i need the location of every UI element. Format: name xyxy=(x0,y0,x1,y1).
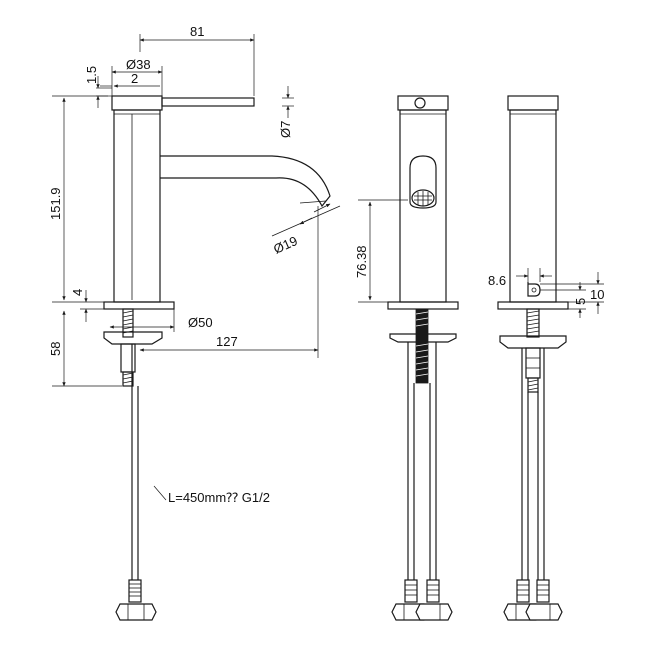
side-view-dimensions: 81 Ø38 2 1.5 Ø7 151.9 4 58 xyxy=(48,24,341,505)
dim-151-9: 151.9 xyxy=(48,187,63,220)
dim-diameter-19: Ø19 xyxy=(271,233,300,257)
front-hose-nut-right xyxy=(415,603,453,621)
right-nut xyxy=(525,347,541,379)
side-washer xyxy=(103,331,163,345)
dim-8-6: 8.6 xyxy=(488,273,506,288)
right-fixing-screw xyxy=(527,282,541,297)
hose-length-label: L=450mm⁇ G1/2 xyxy=(168,490,270,505)
dim-1-5: 1.5 xyxy=(84,66,99,84)
side-nut xyxy=(120,343,136,373)
right-body xyxy=(509,109,557,303)
right-view xyxy=(497,95,569,621)
side-spout xyxy=(160,155,331,208)
dim-127: 127 xyxy=(216,334,238,349)
dim-diameter-7: Ø7 xyxy=(278,121,293,138)
right-base-plate xyxy=(497,301,569,310)
front-spout-opening xyxy=(409,155,437,209)
right-hose-nut-right xyxy=(525,603,563,621)
dim-2: 2 xyxy=(131,71,138,86)
right-washer xyxy=(499,335,567,349)
front-view xyxy=(387,95,459,621)
front-washer xyxy=(389,333,457,343)
dim-76-38: 76.38 xyxy=(354,245,369,278)
front-base-plate xyxy=(387,301,459,310)
dim-81: 81 xyxy=(190,24,204,39)
dim-diameter-50: Ø50 xyxy=(188,315,213,330)
side-base-plate xyxy=(103,301,175,310)
side-cap xyxy=(111,95,163,111)
front-view-dimensions: 76.38 xyxy=(354,199,408,303)
dim-10: 10 xyxy=(590,287,604,302)
right-cap xyxy=(507,95,559,111)
right-view-dimensions: 8.6 10 5 xyxy=(488,268,604,318)
dim-58: 58 xyxy=(48,342,63,356)
dim-diameter-38: Ø38 xyxy=(126,57,151,72)
side-lever xyxy=(161,97,255,107)
dim-5: 5 xyxy=(573,298,588,305)
side-view xyxy=(103,95,331,621)
side-body xyxy=(113,109,161,303)
front-cap xyxy=(397,95,449,111)
dim-4: 4 xyxy=(70,289,85,296)
front-lever-pin xyxy=(414,97,426,109)
side-hose-nut xyxy=(115,603,157,621)
